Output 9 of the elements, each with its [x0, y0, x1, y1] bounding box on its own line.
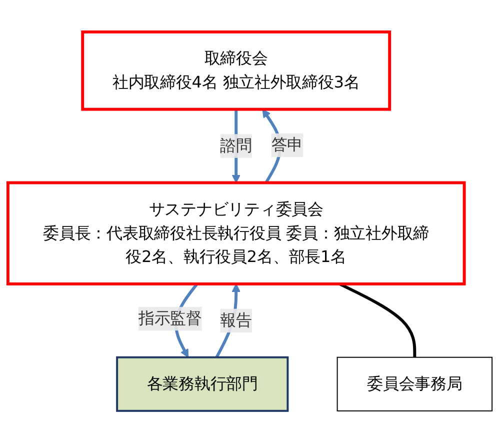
- connector: [338, 282, 416, 358]
- edge-label: 指示監督: [138, 308, 202, 328]
- node-box: 取締役会 社内取締役4名 独立社外取締役3名: [81, 30, 392, 111]
- node-box: 委員会事務局: [336, 356, 493, 412]
- edge-label: 答申: [271, 135, 304, 154]
- edge-label: 報告: [220, 310, 252, 330]
- node-box: サステナビリティ委員会 委員長：代表取締役社長執行役員 委員：独立社外取締役2名、執行役員2名、部長1名: [6, 181, 466, 286]
- edge-label: 諮問: [220, 136, 252, 156]
- node-box: 各業務執行部門: [116, 356, 289, 412]
